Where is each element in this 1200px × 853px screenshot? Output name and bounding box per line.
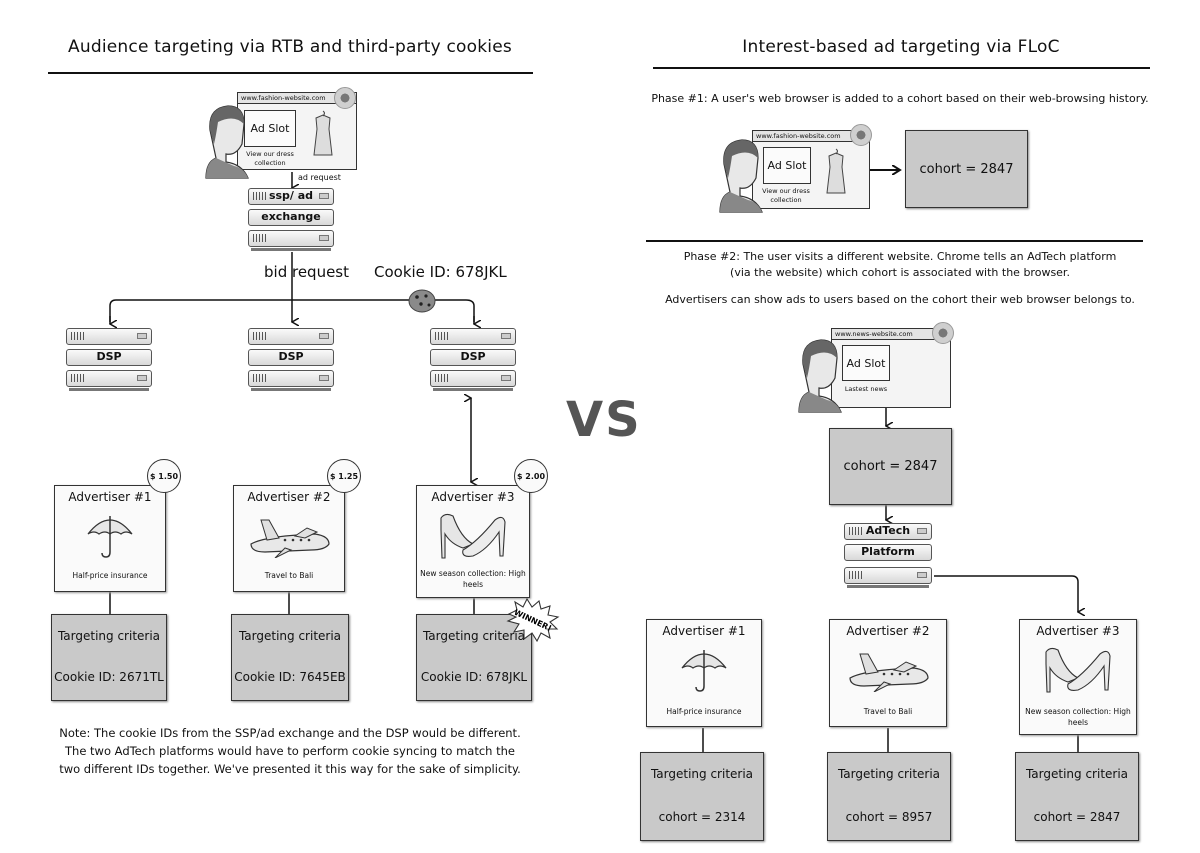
ssp-label-line2: exchange <box>261 210 321 223</box>
ad-slot: Ad Slot <box>842 345 890 381</box>
advertiser-name: Advertiser #3 <box>431 490 515 504</box>
dsp-label: DSP <box>248 349 334 366</box>
dsp-server-3: DSP <box>430 328 516 394</box>
airplane-icon <box>849 653 929 692</box>
advertiser-card-1: Advertiser #1 Half-price insurance <box>54 485 166 592</box>
bid-request-label: bid request <box>264 263 349 281</box>
left-title: Audience targeting via RTB and third-par… <box>68 37 512 57</box>
high-heels-icon <box>1045 647 1111 693</box>
note-text: Note: The cookie IDs from the SSP/ad exc… <box>59 726 521 776</box>
ssp-label-line1: ssp/ ad <box>268 189 314 202</box>
chrome-logo-icon <box>850 124 872 146</box>
browser-window: www.fashion-website.com Ad Slot View our… <box>237 92 357 170</box>
advertiser-card-3: Advertiser #3 New season collection: Hig… <box>416 485 530 598</box>
bid-amount-badge: $ 1.25 <box>327 459 361 493</box>
targeting-criteria-1: Targeting criteria cohort = 2314 <box>640 752 764 841</box>
advertiser-description: Half-price insurance <box>666 707 742 716</box>
cookie-icon <box>408 289 436 313</box>
cookie-id-label: Cookie ID: 678JKL <box>374 263 507 281</box>
chrome-logo-icon <box>334 87 356 109</box>
criteria-value: Cookie ID: 2671TL <box>54 670 164 684</box>
browser-window: www.fashion-website.com Ad Slot View our… <box>752 130 870 209</box>
criteria-title: Targeting criteria <box>422 629 526 643</box>
advertiser-card-2: Advertiser #2 Travel to Bali <box>233 485 345 592</box>
cohort-box-phase2: cohort = 2847 <box>829 428 952 505</box>
ad-slot: Ad Slot <box>244 110 296 147</box>
criteria-title: Targeting criteria <box>837 767 941 781</box>
dsp-label: DSP <box>430 349 516 366</box>
phase2-text-line3: Advertisers can show ads to users based … <box>665 293 1135 306</box>
advertiser-name: Advertiser #1 <box>68 490 152 504</box>
chrome-logo-icon <box>932 322 954 344</box>
advertiser-card-2: Advertiser #2 Travel to Bali <box>829 619 947 727</box>
bid-amount-badge: $ 1.50 <box>147 459 181 493</box>
dsp-server-2: DSP <box>248 328 334 394</box>
ssp-ad-exchange-server: ssp/ ad exchange <box>248 188 334 254</box>
adtech-label-line1: AdTech <box>865 524 911 537</box>
ad-request-label: ad request <box>298 173 341 182</box>
targeting-criteria-3: Targeting criteria cohort = 2847 <box>1015 752 1139 841</box>
high-heels-icon <box>440 513 506 559</box>
targeting-criteria-2: Targeting criteria Cookie ID: 7645EB <box>231 614 349 701</box>
phase-divider <box>646 240 1143 242</box>
dress-icon <box>826 148 846 194</box>
adtech-label-line2: Platform <box>861 545 915 558</box>
advertiser-name: Advertiser #2 <box>846 624 930 638</box>
criteria-value: cohort = 2847 <box>1033 810 1121 824</box>
browser-caption: Lastest news <box>844 385 888 393</box>
dsp-label: DSP <box>66 349 152 366</box>
advertiser-description: Half-price insurance <box>72 571 148 580</box>
vs-label: VS <box>566 392 642 448</box>
adtech-to-advertiser-arrow <box>934 575 1078 612</box>
dress-icon <box>313 110 333 156</box>
user-avatar-icon <box>798 339 842 413</box>
winner-burst-icon: WINNER! <box>506 598 560 642</box>
advertiser-description: New season collection: High heels <box>1025 707 1131 727</box>
user-avatar-icon <box>719 139 763 213</box>
browser-window: www.news-website.com Ad Slot Lastest new… <box>831 328 951 408</box>
airplane-icon <box>250 519 330 558</box>
user-avatar-icon <box>205 105 249 179</box>
advertiser-name: Advertiser #1 <box>662 624 746 638</box>
advertiser-card-1: Advertiser #1 Half-price insurance <box>646 619 762 727</box>
criteria-value: cohort = 8957 <box>845 810 933 824</box>
adtech-platform-server: AdTech Platform <box>844 523 932 589</box>
criteria-value: cohort = 2314 <box>658 810 746 824</box>
targeting-criteria-1: Targeting criteria Cookie ID: 2671TL <box>51 614 167 701</box>
url-bar: www.fashion-website.com <box>238 93 356 104</box>
browser-caption: View our dress collection <box>762 187 810 204</box>
umbrella-icon <box>681 650 727 692</box>
criteria-title: Targeting criteria <box>238 629 342 643</box>
advertiser-name: Advertiser #2 <box>247 490 331 504</box>
advertiser-name: Advertiser #3 <box>1036 624 1120 638</box>
right-title-divider <box>653 67 1150 69</box>
dsp-server-1: DSP <box>66 328 152 394</box>
browser-caption: View our dress collection <box>246 150 294 167</box>
criteria-title: Targeting criteria <box>650 767 754 781</box>
advertiser-description: Travel to Bali <box>264 571 314 580</box>
phase1-text: Phase #1: A user's web browser is added … <box>651 92 1149 105</box>
url-bar: www.news-website.com <box>832 329 950 340</box>
bid-amount-badge: $ 2.00 <box>514 459 548 493</box>
advertiser-description: New season collection: High heels <box>420 569 526 589</box>
phase2-text-line2: (via the website) which cohort is associ… <box>730 266 1070 279</box>
advertiser-description: Travel to Bali <box>863 707 913 716</box>
umbrella-icon <box>87 516 133 558</box>
targeting-criteria-3: Targeting criteria Cookie ID: 678JKL <box>416 614 532 701</box>
phase2-text-line1: Phase #2: The user visits a different we… <box>683 250 1117 263</box>
bid-distribution-line <box>109 299 475 322</box>
targeting-criteria-2: Targeting criteria cohort = 8957 <box>827 752 951 841</box>
criteria-title: Targeting criteria <box>57 629 161 643</box>
url-bar: www.fashion-website.com <box>753 131 869 142</box>
right-title: Interest-based ad targeting via FLoC <box>742 37 1060 57</box>
criteria-value: Cookie ID: 7645EB <box>234 670 346 684</box>
ad-slot: Ad Slot <box>763 147 811 184</box>
criteria-title: Targeting criteria <box>1025 767 1129 781</box>
cohort-box-phase1: cohort = 2847 <box>905 130 1028 208</box>
left-title-divider <box>48 72 533 74</box>
advertiser-card-3: Advertiser #3 New season collection: Hig… <box>1019 619 1137 735</box>
criteria-value: Cookie ID: 678JKL <box>420 670 528 684</box>
